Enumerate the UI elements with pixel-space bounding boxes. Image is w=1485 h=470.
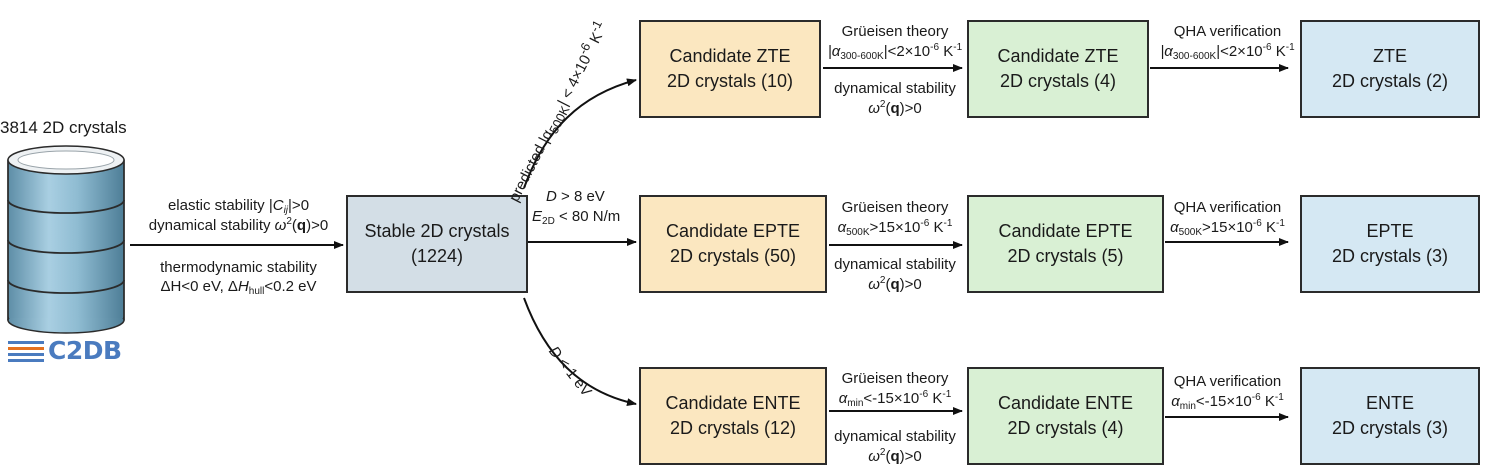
ente-theory-title: Grüeisen theory [841, 370, 949, 387]
zte-theory-title: Grüeisen theory [841, 23, 949, 40]
candidate-ente-line1: Candidate ENTE [665, 393, 801, 413]
stage2-epte-line1: Candidate EPTE [998, 221, 1133, 241]
epte-criterion-e2d: E2D < 80 N/m [532, 208, 621, 227]
zte-omega-label: ω2(q)>0 [868, 99, 922, 118]
arrow-to-ente [523, 297, 637, 407]
final-ente-line2: 2D crystals (3) [1331, 418, 1448, 438]
zte-dynamical-label: dynamical stability [834, 80, 956, 97]
final-epte-box: EPTE 2D crystals (3) [1300, 195, 1480, 293]
elastic-stability-label: elastic stability |Cij|>0 [167, 197, 310, 216]
stage2-zte-line2: 2D crystals (4) [999, 71, 1116, 91]
epte-omega-label: ω2(q)>0 [868, 275, 922, 294]
zte-theory-criterion: |α300-600K|<2×10-6 K-1 [827, 42, 963, 63]
stage2-ente-line2: 2D crystals (4) [1007, 418, 1124, 438]
final-zte-line1: ZTE [1373, 46, 1407, 66]
epte-theory-title: Grüeisen theory [841, 199, 949, 216]
stage2-ente-line1: Candidate ENTE [997, 393, 1134, 413]
candidate-zte-line1: Candidate ZTE [669, 46, 791, 66]
final-zte-box: ZTE 2D crystals (2) [1300, 20, 1480, 118]
ente-qha-criterion: αmin<-15×10-6 K-1 [1171, 392, 1284, 413]
epte-theory-criterion: α500K>15×10-6 K-1 [837, 218, 953, 239]
ente-dynamical-label: dynamical stability [834, 428, 956, 445]
candidate-ente-box: Candidate ENTE 2D crystals (12) [639, 367, 827, 465]
candidate-ente-line2: 2D crystals (12) [669, 418, 797, 438]
epte-qha-title: QHA verification [1173, 199, 1282, 216]
ente-omega-label: ω2(q)>0 [868, 447, 922, 466]
epte-criterion-d: D > 8 eV [546, 188, 605, 205]
candidate-epte-box: Candidate EPTE 2D crystals (50) [639, 195, 827, 293]
candidate-zte-line2: 2D crystals (10) [666, 71, 794, 91]
final-ente-box: ENTE 2D crystals (3) [1300, 367, 1480, 465]
epte-qha-criterion: α500K>15×10-6 K-1 [1170, 218, 1285, 239]
database-icon [7, 145, 125, 334]
c2db-logo-text: C2DB [48, 336, 122, 365]
zte-qha-title: QHA verification [1173, 23, 1282, 40]
stage2-ente-box: Candidate ENTE 2D crystals (4) [967, 367, 1164, 465]
enthalpy-criterion-label: ΔH<0 eV, ΔHhull<0.2 eV [160, 278, 317, 297]
stage2-epte-line2: 2D crystals (5) [1007, 246, 1124, 266]
candidate-epte-line2: 2D crystals (50) [669, 246, 797, 266]
stable-crystals-box: Stable 2D crystals (1224) [346, 195, 528, 293]
stable-box-line2: (1224) [410, 246, 464, 266]
zte-qha-criterion: |α300-600K|<2×10-6 K-1 [1160, 42, 1295, 63]
stage2-epte-box: Candidate EPTE 2D crystals (5) [967, 195, 1164, 293]
stage2-zte-line1: Candidate ZTE [997, 46, 1119, 66]
final-epte-line2: 2D crystals (3) [1331, 246, 1448, 266]
ente-qha-title: QHA verification [1173, 373, 1282, 390]
epte-dynamical-label: dynamical stability [834, 256, 956, 273]
ente-theory-criterion: αmin<-15×10-6 K-1 [838, 389, 952, 410]
candidate-epte-line1: Candidate EPTE [665, 221, 801, 241]
stage2-zte-box: Candidate ZTE 2D crystals (4) [967, 20, 1149, 118]
c2db-logo-icon [8, 341, 44, 362]
thermodynamic-stability-label: thermodynamic stability [160, 259, 317, 276]
candidate-zte-box: Candidate ZTE 2D crystals (10) [639, 20, 821, 118]
dynamical-stability-label: dynamical stability ω2(q)>0 [148, 216, 329, 235]
final-zte-line2: 2D crystals (2) [1331, 71, 1448, 91]
final-epte-line1: EPTE [1366, 221, 1414, 241]
stable-box-line1: Stable 2D crystals [364, 221, 510, 241]
final-ente-line1: ENTE [1365, 393, 1414, 413]
database-title: 3814 2D crystals [0, 118, 127, 137]
arrow-to-zte [523, 78, 637, 189]
